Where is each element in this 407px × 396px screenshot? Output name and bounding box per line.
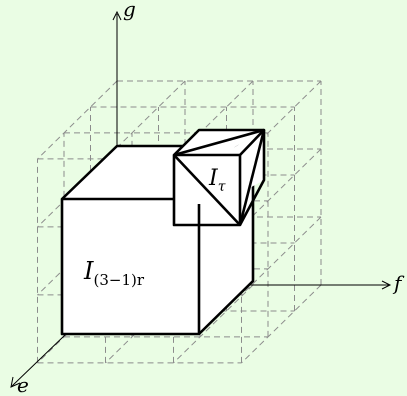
grid-line-e: [241, 148, 322, 228]
grid-line-e: [37, 80, 118, 160]
grid-line-e: [241, 284, 322, 364]
simplex-edge-1: [173, 154, 241, 226]
simplex-edge-3: [173, 128, 265, 157]
f-axis-label: f: [392, 271, 405, 295]
big-cube-label-main: I: [83, 257, 94, 285]
simplex-edge-4: [239, 129, 265, 156]
big-cube-label: I(3−1)r: [83, 257, 145, 289]
grid-line-e: [241, 216, 322, 296]
e-axis-label: e: [17, 373, 29, 396]
grid-line-e: [173, 284, 254, 364]
simplex-label: Iτ: [208, 166, 226, 195]
small-simplex-cube: [172, 128, 266, 227]
big-cube-label-sub: (3−1)r: [93, 271, 144, 289]
g-axis-arrowhead: [112, 10, 122, 21]
e-axis-arrowhead: [10, 376, 21, 388]
small-cube-right-face: [221, 130, 264, 204]
simplex-edge-2: [238, 129, 266, 226]
big-cube-front-face: [62, 199, 199, 334]
f-axis-arrowhead: [381, 280, 392, 290]
g-axis-label: g: [123, 0, 136, 21]
simplex-label-main: I: [208, 166, 219, 191]
simplex-label-sub: τ: [218, 179, 226, 195]
